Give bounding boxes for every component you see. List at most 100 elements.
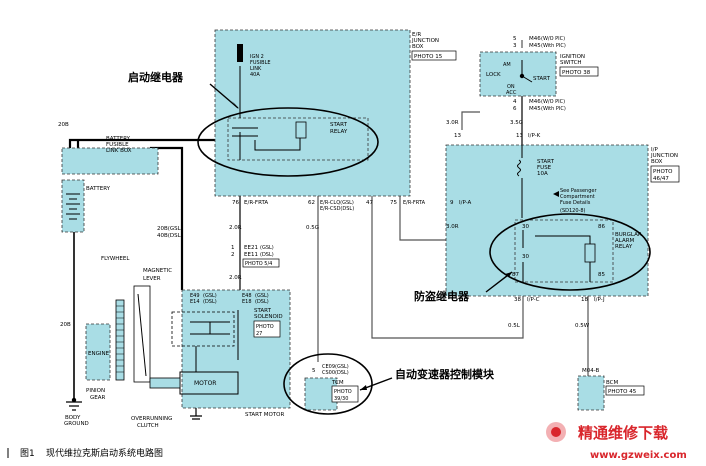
svg-text:START MOTOR: START MOTOR — [245, 412, 284, 418]
svg-text:M04-B: M04-B — [582, 368, 600, 374]
svg-text:TCM: TCM — [331, 380, 344, 386]
tcm-module: 0.5G 5 CE09 (GSL) CS00 (DSL) TCM PHOTO 3… — [304, 225, 359, 411]
svg-text:38: 38 — [514, 297, 521, 303]
battery-cells-icon — [66, 193, 80, 220]
svg-text:FUSE: FUSE — [537, 165, 552, 171]
svg-text:(With PIC): (With PIC) — [541, 43, 566, 49]
svg-text:ALARM: ALARM — [615, 238, 635, 244]
svg-text:E18: E18 — [242, 299, 252, 305]
svg-text:(GSL): (GSL) — [260, 245, 274, 251]
svg-text:2.0R: 2.0R — [229, 225, 242, 231]
svg-text:I/P-K: I/P-K — [528, 133, 541, 139]
svg-text:10A: 10A — [537, 171, 548, 177]
svg-text:RELAY: RELAY — [330, 129, 348, 135]
svg-text:9: 9 — [450, 200, 454, 206]
svg-text:4: 4 — [513, 99, 517, 105]
svg-text:(DSL): (DSL) — [260, 252, 274, 258]
svg-text:40B(DSL): 40B(DSL) — [157, 233, 183, 239]
svg-text:EE21: EE21 — [244, 245, 258, 251]
svg-text:BOX: BOX — [412, 44, 424, 50]
svg-text:START: START — [537, 159, 555, 165]
logo-url: www.gzweix.com — [590, 450, 687, 461]
svg-text:0.5W: 0.5W — [575, 323, 590, 329]
svg-text:E/R-CLQ(GSL): E/R-CLQ(GSL) — [320, 200, 354, 206]
svg-text:LEVER: LEVER — [143, 276, 161, 282]
svg-text:M46: M46 — [529, 36, 541, 42]
svg-text:(DSL): (DSL) — [255, 299, 269, 305]
svg-text:2.0R: 2.0R — [229, 275, 242, 281]
wire-ign-r — [461, 111, 480, 130]
svg-text:SWITCH: SWITCH — [560, 60, 582, 66]
svg-text:Fuse Details: Fuse Details — [560, 200, 591, 206]
svg-text:BODY: BODY — [65, 415, 81, 421]
svg-text:46/47: 46/47 — [653, 176, 669, 182]
start-motor-body — [181, 289, 291, 409]
svg-text:3.0R: 3.0R — [446, 224, 459, 230]
svg-text:M46: M46 — [529, 99, 541, 105]
svg-text:FUSIBLE: FUSIBLE — [106, 142, 129, 148]
svg-text:START: START — [533, 76, 551, 82]
svg-text:39/30: 39/30 — [334, 396, 348, 402]
svg-text:BATTERY: BATTERY — [86, 186, 111, 192]
svg-text:(With PIC): (With PIC) — [541, 106, 566, 112]
svg-text:3.0R: 3.0R — [446, 120, 459, 126]
battery-section: 20B BATTERY FUSIBLE LINK BOX BATTERY 20B… — [58, 122, 159, 427]
svg-text:GROUND: GROUND — [64, 421, 89, 427]
svg-text:BCM: BCM — [606, 380, 619, 386]
svg-text:BURGLAR: BURGLAR — [615, 232, 642, 238]
svg-text:3.5G: 3.5G — [510, 120, 523, 126]
flywheel-icon — [115, 299, 125, 381]
start-solenoid — [171, 311, 235, 347]
svg-text:I/P-J: I/P-J — [594, 297, 605, 303]
svg-text:3: 3 — [513, 43, 517, 49]
er-junction-box-body — [214, 29, 411, 197]
svg-text:LINK BOX: LINK BOX — [106, 148, 132, 154]
logo-text: 精通维修下载 — [578, 424, 668, 442]
svg-text:M45: M45 — [529, 43, 541, 49]
svg-text:PHOTO 38: PHOTO 38 — [562, 70, 591, 76]
wire-battery-starter — [150, 146, 184, 290]
bcm-module: M04-B 1 BCM PHOTO 45 — [577, 368, 645, 411]
svg-text:FLYWHEEL: FLYWHEEL — [101, 256, 130, 262]
svg-text:START: START — [330, 122, 348, 128]
svg-text:86: 86 — [598, 224, 605, 230]
svg-text:I/P: I/P — [651, 147, 658, 153]
svg-text:BOX: BOX — [651, 159, 663, 165]
er-junction-box: E/R JUNCTION BOX PHOTO 15 IGN 2 FUSIBLE … — [214, 29, 457, 212]
start-fuse-icon — [517, 159, 521, 177]
ignition-switch: 5 M46 (W/O PIC) 3 M45 (With PIC) IGNITIO… — [446, 36, 599, 139]
svg-text:30: 30 — [522, 224, 529, 230]
svg-text:E14: E14 — [190, 299, 200, 305]
tcm-highlight — [283, 353, 373, 415]
battery-body — [61, 179, 85, 233]
starter-ground-icon — [190, 408, 202, 420]
svg-text:CE09: CE09 — [322, 364, 335, 370]
svg-text:CS00: CS00 — [322, 370, 335, 376]
svg-text:75: 75 — [390, 200, 397, 206]
svg-text:20B(GSL): 20B(GSL) — [157, 226, 183, 232]
start-relay-highlight — [197, 107, 379, 177]
svg-text:Compartment: Compartment — [560, 194, 595, 200]
svg-text:85: 85 — [598, 272, 605, 278]
burglar-relay-annotation: 防盗继电器 — [414, 289, 470, 303]
svg-text:SOLENOID: SOLENOID — [254, 314, 283, 320]
svg-text:CLUTCH: CLUTCH — [137, 423, 159, 429]
burglar-relay-highlight — [489, 213, 651, 291]
starter-mechanics: FLYWHEEL MAGNETIC LEVER ENGINE PINION GE… — [85, 256, 202, 429]
svg-text:20B: 20B — [60, 322, 71, 328]
alarm-relay-coil-icon — [584, 243, 596, 263]
start-relay — [227, 117, 369, 161]
fuse-details-link[interactable]: (SD120-8) — [560, 208, 586, 214]
svg-text:PHOTO: PHOTO — [256, 324, 274, 330]
svg-text:76: 76 — [232, 200, 239, 206]
ee-connector: 2.0R 1 EE21 (GSL) 2 EE11 (DSL) PHOTO 5/4… — [229, 225, 280, 281]
tcm-annotation: 自动变速器控制模块 — [395, 367, 495, 381]
figure-number: 图1 — [20, 448, 35, 459]
svg-text:START: START — [254, 308, 272, 314]
svg-text:RELAY: RELAY — [615, 244, 633, 250]
svg-text:E49: E49 — [190, 293, 200, 299]
svg-text:30: 30 — [522, 254, 529, 260]
svg-text:E/R-FRTA: E/R-FRTA — [244, 200, 268, 206]
ground-icon — [66, 401, 82, 411]
svg-text:LOCK: LOCK — [486, 72, 501, 78]
